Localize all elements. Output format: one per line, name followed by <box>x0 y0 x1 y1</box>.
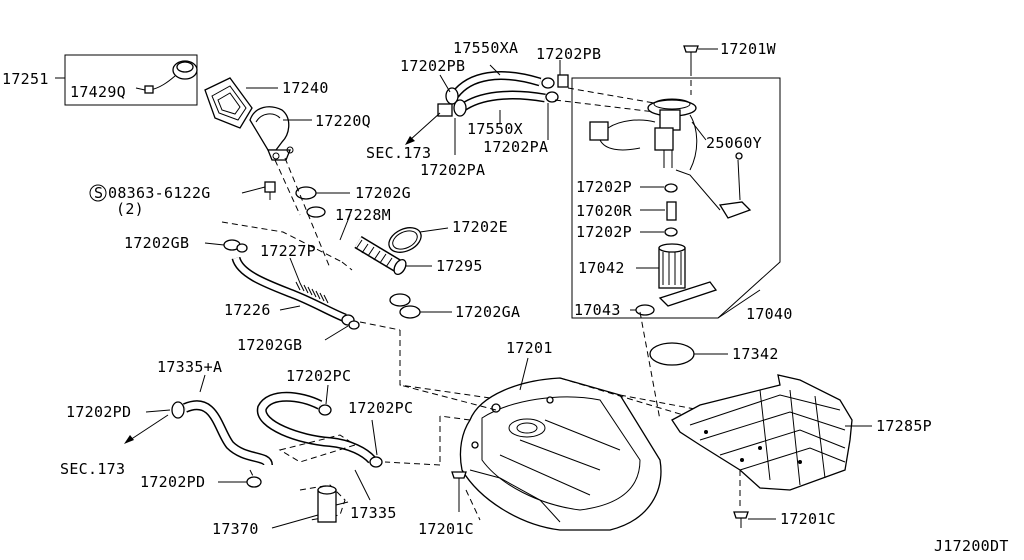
callout-17202PD-top: 17202PD <box>66 403 131 421</box>
callout-17201C-left: 17201C <box>418 520 474 538</box>
screw-icon <box>683 45 699 70</box>
callout-08363-6122G: 08363-6122G <box>108 184 211 202</box>
filler-neck-icon <box>249 106 294 161</box>
breather-hose-icon <box>231 256 347 323</box>
shield-bolt-icon <box>733 511 749 528</box>
callout-17335A: 17335+A <box>157 358 222 376</box>
callout-17202P-bottom: 17202P <box>576 223 632 241</box>
hose-clamp-icon <box>295 186 317 200</box>
callout-17228M: 17228M <box>335 206 391 224</box>
filler-lid-icon <box>204 77 253 129</box>
callout-17020R: 17020R <box>576 202 633 220</box>
callout-17202P-top: 17202P <box>576 178 632 196</box>
callout-17202PC-mid: 17202PC <box>348 399 413 417</box>
callout-17202GA: 17202GA <box>455 303 520 321</box>
callout-17042: 17042 <box>578 259 625 277</box>
callout-25060Y: 25060Y <box>706 134 762 152</box>
callout-qty-2: (2) <box>116 200 144 218</box>
callout-17202G: 17202G <box>355 184 411 202</box>
vent-hose-a-icon <box>171 400 273 467</box>
fuel-pipe-icon <box>666 201 677 221</box>
callout-17202GB-top: 17202GB <box>124 234 189 252</box>
callout-17240: 17240 <box>282 79 329 97</box>
callout-17550X: 17550X <box>467 120 523 138</box>
clamp-ring-icon <box>388 227 422 253</box>
fuel-cap-icon <box>144 60 198 94</box>
fuel-pump-icon <box>658 243 686 289</box>
callout-sec173-bottom: SEC.173 <box>60 460 125 478</box>
clamp-gb-top-icon <box>223 239 248 253</box>
callout-17202E: 17202E <box>452 218 508 236</box>
spring-icon <box>295 281 329 304</box>
fuel-tank-icon <box>459 377 662 531</box>
callout-17251: 17251 <box>2 70 49 88</box>
o-ring-bottom-icon <box>664 227 678 237</box>
evap-hose-icon <box>437 71 569 117</box>
callout-17227P: 17227P <box>260 242 316 260</box>
hose-corrugated-icon <box>354 235 407 276</box>
callout-17201C-right: 17201C <box>780 510 836 528</box>
hose-clamp-ga-icon <box>389 293 421 319</box>
clamp-pd-icon <box>246 476 262 488</box>
callout-17040: 17040 <box>746 305 793 323</box>
callout-17202PA-right: 17202PA <box>483 138 548 156</box>
callout-17285P: 17285P <box>876 417 932 435</box>
fuel-pump-module-box <box>571 77 781 319</box>
callout-17202PD-bottom: 17202PD <box>140 473 205 491</box>
callout-sec173-top: SEC.173 <box>366 144 431 162</box>
callout-17202PB-right: 17202PB <box>536 45 601 63</box>
callout-17342: 17342 <box>732 345 779 363</box>
callout-17202PB-left: 17202PB <box>400 57 465 75</box>
clamp-gb-bottom-icon <box>341 314 360 330</box>
svg-text:S: S <box>94 184 103 202</box>
fuel-filter-icon <box>299 484 349 523</box>
callout-17220Q: 17220Q <box>315 112 371 130</box>
fuel-sender-unit-icon <box>589 98 752 219</box>
callout-17202GB-bottom: 17202GB <box>237 336 302 354</box>
callout-17202PA-left: 17202PA <box>420 161 485 179</box>
filler-cap-box <box>64 54 198 106</box>
callout-17201W: 17201W <box>720 40 777 58</box>
screw-symbol-icon <box>89 184 107 202</box>
callout-17201: 17201 <box>506 339 553 357</box>
filler-tube-icon <box>306 206 401 303</box>
callout-17429Q: 17429Q <box>70 83 126 101</box>
gasket-icon <box>649 342 695 366</box>
callout-17370: 17370 <box>212 520 259 538</box>
callout-17295: 17295 <box>436 257 483 275</box>
diagram-code: J17200DT <box>934 537 1009 555</box>
callout-17202PC-top: 17202PC <box>286 367 351 385</box>
heat-shield-icon <box>671 374 853 491</box>
callout-17335: 17335 <box>350 504 397 522</box>
callout-17550XA: 17550XA <box>453 39 518 57</box>
callout-17043: 17043 <box>574 301 621 319</box>
vent-hose-b-icon <box>256 391 383 468</box>
tank-bolt-icon <box>451 471 467 496</box>
callout-17226: 17226 <box>224 301 271 319</box>
filler-cap-group <box>55 54 198 106</box>
o-ring-icon <box>664 183 678 193</box>
bolt-icon <box>264 181 276 200</box>
